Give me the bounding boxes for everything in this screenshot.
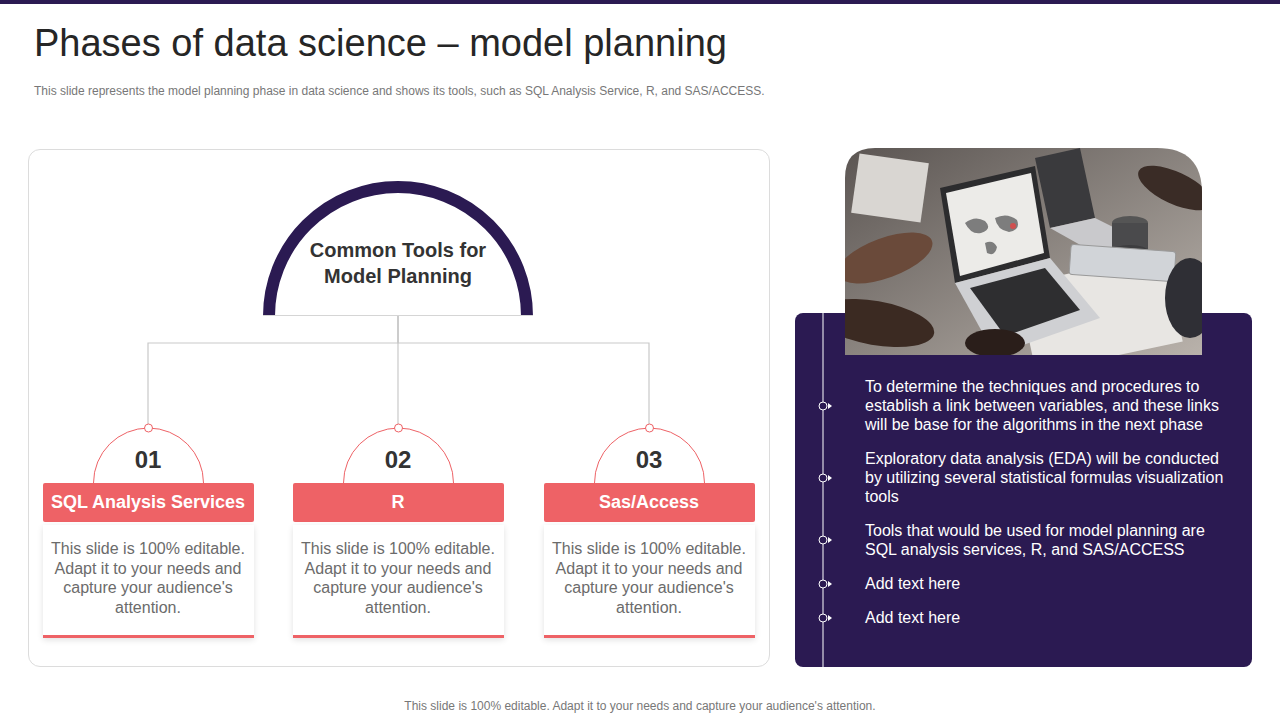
callout-number: 01 xyxy=(43,446,254,474)
arch-stroke xyxy=(269,187,527,316)
tool-card: 01SQL Analysis ServicesThis slide is 100… xyxy=(43,428,254,638)
tool-card: 02RThis slide is 100% editable. Adapt it… xyxy=(293,428,504,638)
bullet-text: Add text here xyxy=(865,574,1227,593)
tool-title-bar: SQL Analysis Services xyxy=(43,483,254,522)
bullet-arrow xyxy=(828,581,832,587)
bullet-text: To determine the techniques and procedur… xyxy=(865,377,1227,434)
callout-number: 03 xyxy=(544,446,755,474)
bullet-text: Exploratory data analysis (EDA) will be … xyxy=(865,449,1227,506)
bullet-marker xyxy=(817,578,837,590)
slide-title: Phases of data science – model planning xyxy=(34,22,727,65)
tool-card: 03Sas/AccessThis slide is 100% editable.… xyxy=(544,428,755,638)
photo-hand xyxy=(845,291,938,355)
tool-title-bar: R xyxy=(293,483,504,522)
photo-laptop-display xyxy=(946,173,1044,276)
photo-hand xyxy=(965,329,1025,355)
bullet-text: Add text here xyxy=(865,608,1227,627)
photo-keyboard xyxy=(970,268,1080,336)
photo-hand xyxy=(845,222,939,294)
photo-paper xyxy=(851,153,929,222)
callout-number: 02 xyxy=(293,446,504,474)
tool-description: This slide is 100% editable. Adapt it to… xyxy=(43,525,254,638)
connector-dot xyxy=(645,424,653,432)
connector-dot xyxy=(394,424,402,432)
bullet-arrow xyxy=(828,537,832,543)
photo-sleeve xyxy=(1165,258,1202,338)
bullet-arrow xyxy=(828,475,832,481)
tool-description: This slide is 100% editable. Adapt it to… xyxy=(293,525,504,638)
bullet-ring xyxy=(819,474,827,482)
bullet-ring xyxy=(819,580,827,588)
tools-arch: Common Tools for Model Planning xyxy=(263,181,533,316)
meeting-photo xyxy=(845,148,1202,355)
arch-base xyxy=(263,315,533,316)
bullet-arrow xyxy=(828,403,832,409)
bullet-text: Tools that would be used for model plann… xyxy=(865,521,1227,559)
photo-map-dot xyxy=(1010,223,1016,229)
bullet-marker xyxy=(817,400,837,412)
bullet-marker xyxy=(817,534,837,546)
tree-connector xyxy=(398,316,649,428)
photo-map xyxy=(965,215,1018,254)
bullet-ring xyxy=(819,402,827,410)
bullet-ring xyxy=(819,614,827,622)
arch-heading: Common Tools for Model Planning xyxy=(298,237,498,289)
top-bar xyxy=(0,0,1280,4)
tool-description: This slide is 100% editable. Adapt it to… xyxy=(544,525,755,638)
photo-hand xyxy=(1132,157,1202,220)
tree-connector xyxy=(148,316,398,428)
bullet-marker xyxy=(817,612,837,624)
slide-subtitle: This slide represents the model planning… xyxy=(34,84,765,98)
info-panel: To determine the techniques and procedur… xyxy=(795,313,1252,667)
photo-content xyxy=(845,148,1202,355)
tool-title-bar: Sas/Access xyxy=(544,483,755,522)
bullet-arrow xyxy=(828,615,832,621)
photo-laptop-back xyxy=(1035,148,1095,228)
footer-caption: This slide is 100% editable. Adapt it to… xyxy=(0,699,1280,713)
bullet-ring xyxy=(819,536,827,544)
connector-dot xyxy=(144,424,152,432)
photo-tablet xyxy=(1069,244,1176,281)
bullet-marker xyxy=(817,472,837,484)
